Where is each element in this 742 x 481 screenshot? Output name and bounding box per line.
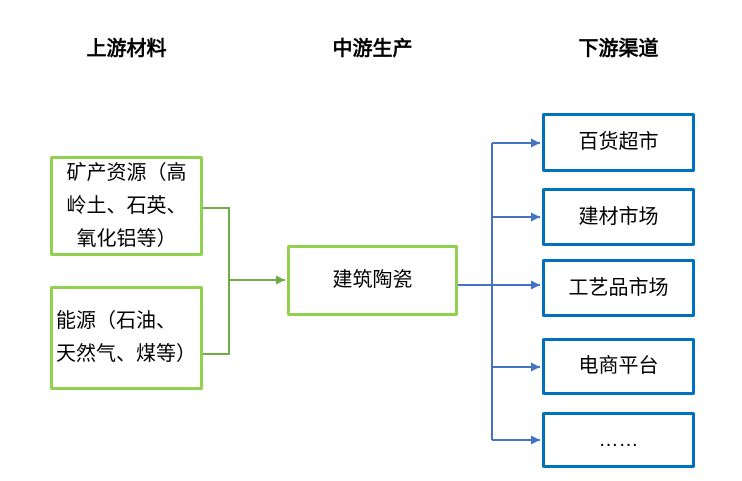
box-text-line: 矿产资源（高 xyxy=(66,161,187,184)
downstream-box-ecommerce-platform: 电商平台 xyxy=(542,338,695,395)
box-text-line: 岭土、石英、 xyxy=(66,194,187,217)
box-text-line: 天然气、煤等） xyxy=(56,343,196,365)
box-text-line: 能源（石油、 xyxy=(56,310,176,332)
header-upstream: 上游材料 xyxy=(86,38,167,60)
box-text-line: 电商平台 xyxy=(578,355,659,377)
box-text-line: 百货超市 xyxy=(578,131,659,153)
header-midstream: 中游生产 xyxy=(332,38,413,60)
box-text-line: 氧化铝等） xyxy=(76,227,177,250)
box-text-line: 建材市场 xyxy=(578,205,659,228)
downstream-box-department-stores: 百货超市 xyxy=(542,113,695,172)
downstream-box-others-ellipsis: …… xyxy=(542,412,695,468)
box-text-line: 工艺品市场 xyxy=(568,276,669,299)
downstream-box-building-materials-market: 建材市场 xyxy=(542,188,695,246)
upstream-box-energy: 能源（石油、 天然气、煤等） xyxy=(50,286,203,390)
upstream-box-mineral-resources: 矿产资源（高 岭土、石英、 氧化铝等） xyxy=(50,156,203,256)
header-downstream: 下游渠道 xyxy=(578,38,659,60)
connector-upstream-elbow xyxy=(203,207,230,355)
downstream-box-crafts-market: 工艺品市场 xyxy=(542,259,695,317)
midstream-box-building-ceramics: 建筑陶瓷 xyxy=(287,245,458,316)
box-text-line: …… xyxy=(598,428,639,451)
box-text-line: 建筑陶瓷 xyxy=(332,269,413,291)
